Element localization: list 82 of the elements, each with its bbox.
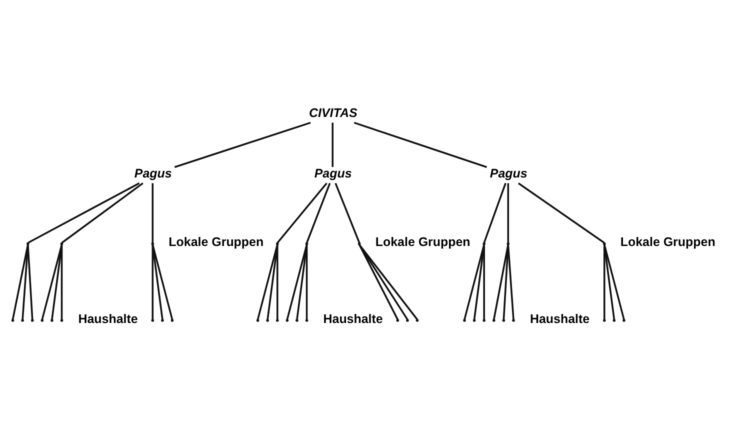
connector bbox=[306, 244, 308, 320]
connector bbox=[152, 244, 164, 320]
connector bbox=[502, 244, 510, 320]
node-point bbox=[276, 242, 279, 246]
connector bbox=[604, 244, 625, 320]
node-point bbox=[622, 319, 626, 322]
connector bbox=[507, 183, 510, 243]
connector bbox=[354, 122, 487, 168]
node-point bbox=[151, 242, 154, 246]
connector bbox=[334, 182, 360, 244]
connector bbox=[28, 182, 140, 244]
node-point bbox=[472, 319, 476, 322]
node-point bbox=[286, 319, 289, 322]
label: Lokale Gruppen bbox=[620, 235, 716, 250]
node-point bbox=[482, 242, 486, 246]
connector bbox=[152, 183, 154, 243]
connector bbox=[61, 182, 144, 244]
label: Haushalte bbox=[530, 312, 590, 326]
connector bbox=[306, 182, 331, 244]
label: Haushalte bbox=[78, 312, 138, 326]
node-point bbox=[170, 319, 174, 322]
connector bbox=[483, 244, 485, 320]
node-point bbox=[502, 319, 506, 322]
node-point bbox=[512, 319, 515, 322]
connector bbox=[332, 122, 334, 167]
connector bbox=[276, 244, 278, 320]
node-text: CIVITAS bbox=[309, 106, 358, 120]
connector bbox=[286, 244, 308, 320]
connector bbox=[51, 244, 63, 320]
node-point bbox=[396, 319, 400, 322]
node-point bbox=[463, 319, 466, 322]
label: Haushalte bbox=[323, 312, 383, 326]
node-point bbox=[256, 319, 260, 322]
connector bbox=[266, 244, 278, 320]
connector bbox=[464, 244, 485, 320]
connector bbox=[473, 244, 485, 320]
node-point bbox=[266, 319, 269, 322]
node-point bbox=[21, 319, 24, 322]
node-text: Pagus bbox=[134, 166, 172, 181]
node-point bbox=[40, 319, 44, 322]
connector bbox=[604, 244, 616, 320]
node-point bbox=[161, 319, 164, 322]
connector bbox=[41, 244, 63, 320]
node-point bbox=[602, 319, 606, 322]
connector bbox=[507, 244, 514, 320]
connector bbox=[174, 122, 311, 168]
node-point bbox=[60, 319, 64, 322]
connector bbox=[27, 244, 34, 320]
connector bbox=[518, 182, 605, 244]
connector bbox=[256, 244, 278, 320]
connector bbox=[296, 244, 308, 320]
connector bbox=[358, 244, 408, 320]
connector bbox=[276, 182, 328, 244]
node-point bbox=[60, 242, 64, 246]
node-text: Pagus bbox=[314, 166, 352, 181]
label: Lokale Gruppen bbox=[168, 235, 264, 250]
node-point bbox=[276, 319, 279, 322]
label: Lokale Gruppen bbox=[375, 235, 470, 250]
node-point bbox=[482, 319, 486, 322]
node-point bbox=[406, 319, 409, 322]
node-point bbox=[305, 242, 308, 246]
connector bbox=[358, 244, 418, 320]
connector bbox=[152, 244, 174, 320]
node-point bbox=[11, 319, 14, 322]
node-point bbox=[416, 319, 419, 322]
connector bbox=[358, 244, 398, 320]
node-point bbox=[50, 319, 54, 322]
connector bbox=[493, 244, 509, 320]
connector bbox=[12, 244, 29, 320]
node-point bbox=[492, 319, 496, 322]
node-point bbox=[612, 319, 616, 322]
node-point bbox=[26, 242, 30, 246]
node-point bbox=[30, 319, 34, 322]
node-point bbox=[358, 242, 361, 246]
connector bbox=[60, 244, 63, 320]
node-point bbox=[151, 319, 154, 322]
connector bbox=[603, 244, 606, 320]
connector bbox=[483, 182, 506, 244]
node-text: Pagus bbox=[490, 166, 528, 181]
node-point bbox=[296, 319, 298, 322]
node-point bbox=[602, 242, 606, 246]
node-point bbox=[305, 319, 308, 322]
